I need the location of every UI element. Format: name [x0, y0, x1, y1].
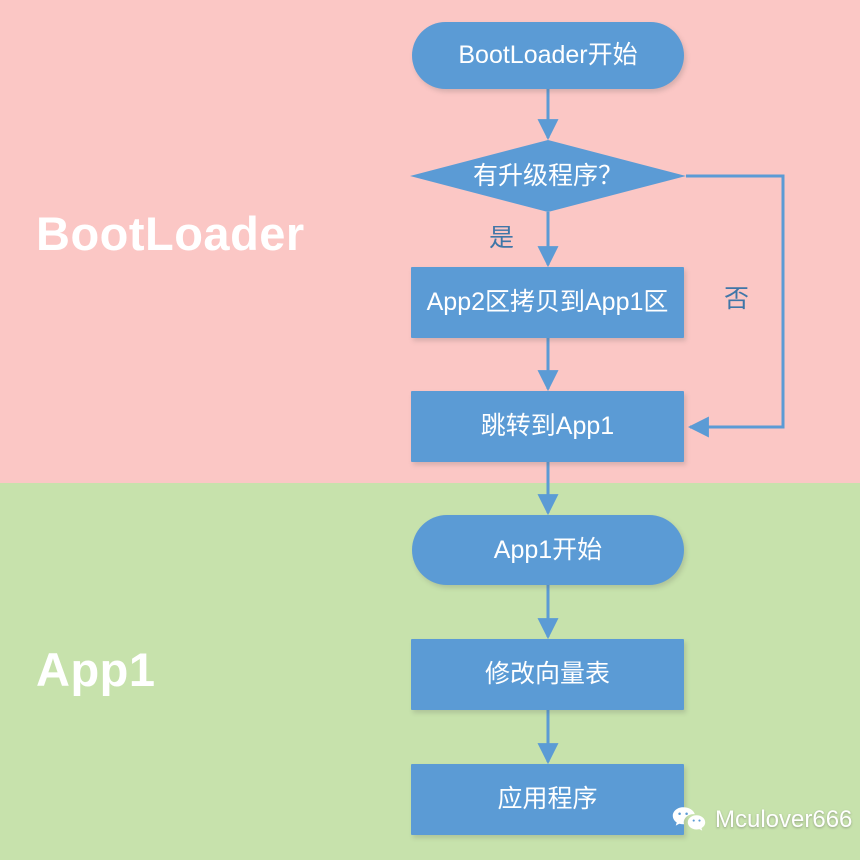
node-copy-app2-to-app1[interactable]: App2区拷贝到App1区: [411, 267, 684, 338]
node-label: 跳转到App1: [480, 412, 615, 440]
wechat-icon: [672, 806, 706, 834]
node-label: App2区拷贝到App1区: [426, 288, 669, 316]
node-label: 修改向量表: [484, 660, 610, 688]
node-label: App1开始: [493, 535, 603, 564]
watermark: Mculover666: [672, 806, 852, 834]
edge-label-yes: 是: [489, 224, 515, 252]
node-bootloader-start[interactable]: BootLoader开始: [412, 22, 684, 89]
node-label: 应用程序: [497, 785, 598, 813]
band-label-bootloader: BootLoader: [36, 207, 305, 260]
node-modify-vector-table[interactable]: 修改向量表: [411, 639, 684, 710]
node-label: 有升级程序？: [472, 161, 623, 190]
node-application[interactable]: 应用程序: [411, 764, 684, 835]
node-decision-has-upgrade[interactable]: 有升级程序？: [410, 140, 686, 212]
node-label: BootLoader开始: [458, 41, 638, 69]
node-jump-to-app1[interactable]: 跳转到App1: [411, 391, 684, 462]
watermark-text: Mculover666: [715, 806, 853, 833]
band-label-app1: App1: [36, 643, 156, 696]
diamond-shape: [410, 140, 686, 212]
node-app1-start[interactable]: App1开始: [412, 515, 684, 585]
edge-label-no: 否: [724, 285, 750, 313]
